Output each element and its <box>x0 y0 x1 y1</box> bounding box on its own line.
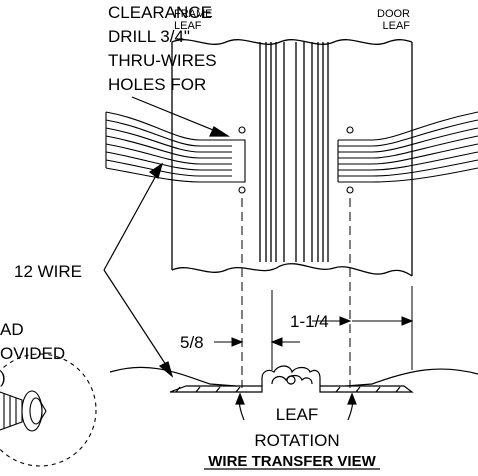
rotation-label: ROTATION <box>254 431 339 450</box>
leaders <box>103 96 231 378</box>
cut-label-line2: OVIDED <box>0 344 65 363</box>
text-labels: CLEARANCE DRILL 3/4" THRU-WIRES HOLES FO… <box>0 3 410 470</box>
dimension-5-8-label: 5/8 <box>180 333 204 352</box>
hinge-leaves <box>171 39 413 277</box>
leaf-label: LEAF <box>276 405 319 424</box>
clearance-label-line1: CLEARANCE <box>108 3 212 22</box>
door-leaf-label-line2: LEAF <box>382 20 410 32</box>
screw-detail <box>0 353 97 467</box>
hole-centerlines <box>241 198 351 388</box>
frame-leaf-label-line1: FRAME <box>174 8 213 20</box>
hinge-section <box>109 365 478 421</box>
wire-bundle-right <box>337 111 478 194</box>
door-leaf-label-line1: DOOR <box>377 8 410 20</box>
clearance-label-line2: DRILL 3/4" <box>108 27 190 46</box>
wire-bundle-left <box>105 111 246 194</box>
frame-leaf-label-line2: LEAF <box>174 20 202 32</box>
cut-label-line3: ) <box>0 368 6 387</box>
cut-label-line1: AD <box>0 320 24 339</box>
dimensions <box>214 286 414 370</box>
clearance-label-line4: HOLES FOR <box>108 75 206 94</box>
wire-count-label: 12 WIRE <box>14 262 82 281</box>
dimension-1-1-4-label: 1-1/4 <box>290 312 329 331</box>
view-title: WIRE TRANSFER VIEW <box>208 453 376 470</box>
clearance-label-line3: THRU-WIRES <box>108 51 217 70</box>
